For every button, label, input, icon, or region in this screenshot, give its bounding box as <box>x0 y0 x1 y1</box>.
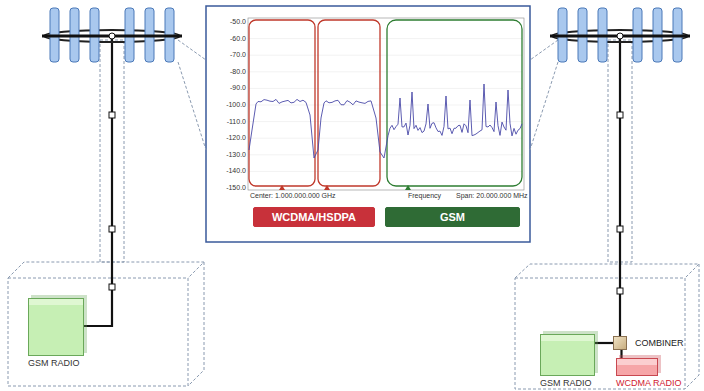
radio-unit: GSM RADIO <box>28 298 84 369</box>
g-shape <box>42 8 690 262</box>
cable <box>84 262 112 326</box>
cable-connector <box>617 112 623 118</box>
marker <box>405 185 411 190</box>
combiner-label: COMBINER <box>635 338 684 348</box>
band-label: GSM <box>386 208 519 226</box>
cable-connector <box>109 226 115 232</box>
combiner: COMBINER <box>613 336 684 350</box>
rect-shape <box>515 278 685 389</box>
band-label-box: GSM <box>385 207 520 227</box>
axis-tick-label: -70.0 <box>230 51 246 59</box>
axis-tick-label: -100.0 <box>226 101 246 109</box>
cable-connector <box>109 112 115 118</box>
cable-connector <box>617 288 623 294</box>
axis-caption: Center: 1.000.000.000 GHz <box>250 192 336 200</box>
cable <box>619 262 621 336</box>
radio-label: WCDMA RADIO <box>616 378 682 389</box>
path-shape <box>8 262 204 386</box>
grid-line <box>248 71 524 72</box>
cable-connector-line <box>595 342 613 344</box>
combiner-box <box>613 336 627 350</box>
callout-line <box>178 40 558 150</box>
gsm-region <box>387 20 522 186</box>
band-label: WCDMA/HSDPA <box>254 208 374 226</box>
wcdma-region <box>249 20 315 186</box>
axis-caption: Span: 20.000.000 MHz <box>456 192 528 200</box>
grid-line <box>248 38 524 39</box>
spectrum-panel <box>206 6 530 242</box>
radio-box <box>616 358 658 376</box>
radio-unit: WCDMA RADIO <box>616 358 682 389</box>
grid-line <box>248 105 524 106</box>
axis-tick-label: -60.0 <box>230 35 246 43</box>
axis-caption: Frequency <box>408 192 441 200</box>
spectrum-trace <box>249 84 522 158</box>
cable-connector-line <box>620 350 622 358</box>
radio-label: GSM RADIO <box>540 378 595 389</box>
grid-line <box>248 171 524 172</box>
cable-connector <box>617 226 623 232</box>
axis-tick-label: -80.0 <box>230 68 246 76</box>
wcdma-region <box>318 20 380 186</box>
axis-tick-label: -130.0 <box>226 151 246 159</box>
radio-label: GSM RADIO <box>28 358 84 369</box>
axis-tick-label: -150.0 <box>226 184 246 192</box>
grid-line <box>248 55 524 56</box>
grid-line <box>248 138 524 139</box>
band-label-box: WCDMA/HSDPA <box>253 207 375 227</box>
plot-area <box>248 18 524 190</box>
radio-box <box>540 334 595 376</box>
axis-tick-label: -120.0 <box>226 134 246 142</box>
marker <box>279 185 330 190</box>
axis-tick-label: -110.0 <box>227 118 246 126</box>
right-shelter <box>515 264 699 389</box>
mast-top <box>617 33 623 39</box>
path-shape <box>515 264 699 389</box>
radio-unit: GSM RADIO <box>540 334 595 389</box>
path-shape <box>530 40 558 150</box>
rect-shape <box>8 278 188 386</box>
cable-connector <box>109 284 115 290</box>
grid-line <box>248 154 524 155</box>
axis-tick-label: -90.0 <box>230 84 246 92</box>
grid-line <box>248 88 524 89</box>
axis-tick-label: -50.0 <box>230 18 246 26</box>
g-shape <box>248 39 524 172</box>
path-shape <box>178 40 206 150</box>
axis-tick-label: -140.0 <box>226 167 246 175</box>
mast-top <box>109 33 115 39</box>
left-shelter <box>8 262 204 386</box>
radio-box <box>28 298 84 356</box>
